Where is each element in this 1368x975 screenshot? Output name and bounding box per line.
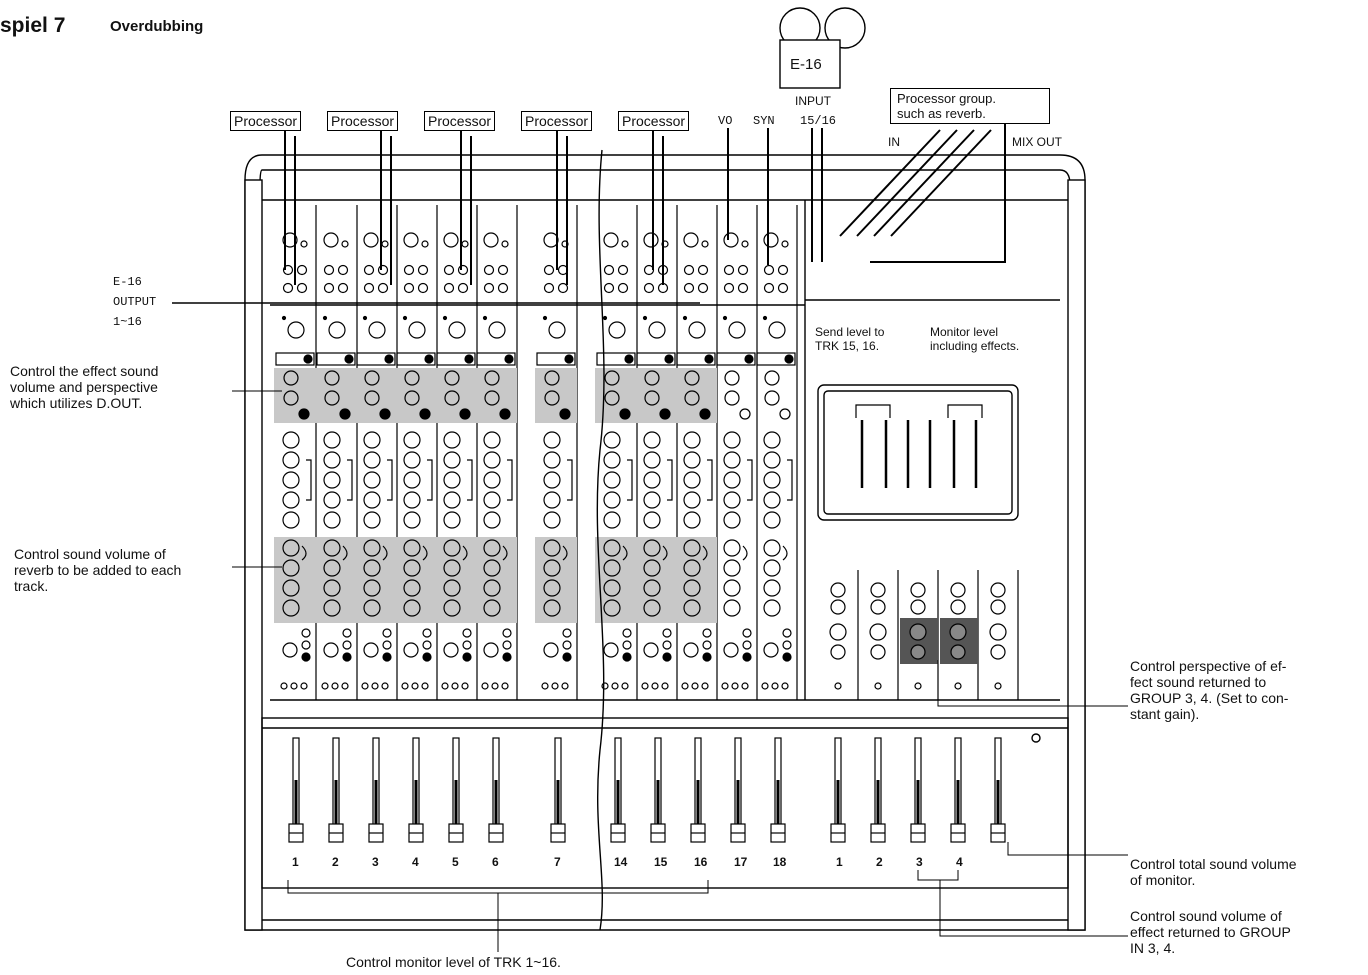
output-label-range: 1~16 [113,312,156,332]
fader [771,738,785,842]
fader [651,738,665,842]
annotation-reverb-2: reverb to be added to each [14,562,234,578]
annotation-reverb-3: track. [14,578,234,594]
fader [991,738,1005,842]
channel-number: 15 [654,855,667,869]
processor-group-line-1: Processor group. [897,91,1043,106]
fader [449,738,463,842]
annotation-perspective-4: stant gain). [1130,706,1360,722]
fader [691,738,705,842]
annotation-perspective-3: GROUP 3, 4. (Set to con- [1130,690,1360,706]
channel-strip [315,205,357,700]
channel-number: 6 [492,855,499,869]
in-label: IN [888,135,900,149]
processor-box-2: Processor [327,111,398,131]
processor-box-4: Processor [521,111,592,131]
processor-box-1: Processor [230,111,301,131]
channel-number: 17 [734,855,747,869]
group-number: 3 [916,855,923,869]
channel-number: 18 [773,855,786,869]
group-strip [830,570,858,700]
annotation-reverb: Control sound volume of reverb to be add… [14,546,234,594]
annotation-group-return-3: IN 3, 4. [1130,940,1360,956]
fader [951,738,965,842]
fader [289,738,303,842]
fader [871,738,885,842]
fader [911,738,925,842]
recorder-input-tracks: 15/16 [800,114,836,128]
group-number: 4 [956,855,963,869]
monitor-level-line-1: Monitor level [930,325,1019,339]
output-label: E-16 OUTPUT 1~16 [113,272,156,332]
group-strip [940,570,978,700]
channel-number: 7 [554,855,561,869]
group-number: 2 [876,855,883,869]
processor-box-3: Processor [424,111,495,131]
output-label-model: E-16 [113,272,156,292]
channel-strip [757,205,797,700]
processor-group-box: Processor group. such as reverb. [890,88,1050,124]
group-strip [870,570,898,700]
annotation-perspective-2: fect sound returned to [1130,674,1360,690]
group-strip [990,570,1018,700]
channel-number: 5 [452,855,459,869]
syn-label: SYN [753,114,775,128]
channel-strip [395,205,437,700]
processor-box-5: Processor [618,111,689,131]
annotation-effect-dout-2: volume and perspective [10,379,232,395]
annotation-group-return: Control sound volume of effect returned … [1130,908,1360,956]
channel-number: 16 [694,855,707,869]
recorder-input-label: INPUT [795,94,831,108]
fader [731,738,745,842]
annotation-total-monitor-1: Control total sound volume [1130,856,1360,872]
mix-out-label: MIX OUT [1012,135,1062,149]
annotation-reverb-1: Control sound volume of [14,546,234,562]
annotation-total-monitor: Control total sound volume of monitor. [1130,856,1360,888]
channel-number: 1 [292,855,299,869]
monitor-level-line-2: including effects. [930,339,1019,353]
fader [831,738,845,842]
fader [409,738,423,842]
send-level-line-2: TRK 15, 16. [815,339,884,353]
group-number: 1 [836,855,843,869]
channel-number: 14 [614,855,627,869]
tape-recorder-icon [780,8,865,88]
annotation-perspective: Control perspective of ef- fect sound re… [1130,658,1360,722]
output-label-text: OUTPUT [113,292,156,312]
fader [489,738,503,842]
channel-strip [535,205,577,700]
annotation-perspective-1: Control perspective of ef- [1130,658,1360,674]
send-level-label: Send level to TRK 15, 16. [815,325,884,353]
send-level-line-1: Send level to [815,325,884,339]
processor-group-line-2: such as reverb. [897,106,1043,121]
level-meters [856,405,982,488]
annotation-group-return-1: Control sound volume of [1130,908,1360,924]
group-strip [900,570,938,700]
channel-number: 2 [332,855,339,869]
fader [551,738,565,842]
vo-label: VO [718,114,732,128]
annotation-effect-dout: Control the effect sound volume and pers… [10,363,232,411]
annotation-effect-dout-3: which utilizes D.OUT. [10,395,232,411]
monitor-level-label: Monitor level including effects. [930,325,1019,353]
annotation-effect-dout-1: Control the effect sound [10,363,232,379]
annotation-monitor-trk: Control monitor level of TRK 1~16. [346,954,561,970]
channel-number: 4 [412,855,419,869]
annotation-total-monitor-2: of monitor. [1130,872,1360,888]
channel-number: 3 [372,855,379,869]
fader [611,738,625,842]
channel-strip [675,205,717,700]
channel-strip [717,205,757,700]
fader [329,738,343,842]
channel-strip [635,205,677,700]
fader [369,738,383,842]
channel-strip [475,205,517,700]
annotation-group-return-2: effect returned to GROUP [1130,924,1360,940]
recorder-model: E-16 [790,56,822,73]
